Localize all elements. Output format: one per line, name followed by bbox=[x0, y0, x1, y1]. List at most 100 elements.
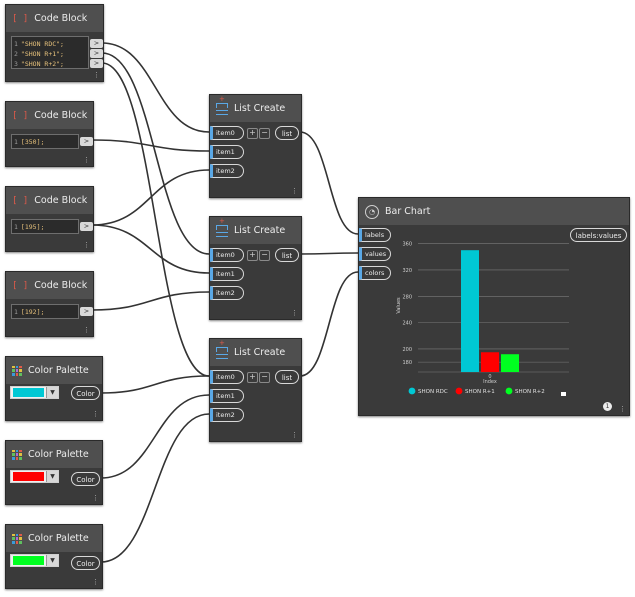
code-block-header[interactable]: [ ] Code Block bbox=[6, 102, 93, 129]
chevron-down-icon[interactable]: ▼ bbox=[46, 555, 58, 566]
legend-marker bbox=[505, 387, 513, 395]
input-port-item1[interactable]: item1 bbox=[210, 267, 244, 281]
node-title: List Create bbox=[234, 347, 286, 358]
list-output-port[interactable]: list bbox=[275, 370, 299, 384]
wire-cb1-out1-lc1-item0[interactable] bbox=[101, 42, 210, 133]
code-line: 1[195]; bbox=[14, 223, 45, 231]
legend-label: SHON R+2 bbox=[515, 389, 545, 395]
output-port-2[interactable]: > bbox=[90, 49, 103, 58]
input-port-item0[interactable]: item0 bbox=[210, 126, 244, 140]
node-menu-icon[interactable]: ⋮ bbox=[92, 494, 99, 502]
code-block-node-1[interactable]: [ ] Code Block 1"SHON RDC"; 2"SHON R+1";… bbox=[5, 4, 104, 82]
wire-cb3-lc1-item2[interactable] bbox=[91, 169, 210, 226]
node-menu-icon[interactable]: ⋮ bbox=[291, 431, 298, 439]
list-create-node-2[interactable]: + List Create item0 item1 item2 + − list… bbox=[209, 216, 302, 320]
code-editor[interactable]: 1[192]; bbox=[11, 304, 79, 319]
chevron-down-icon[interactable]: ▼ bbox=[46, 471, 58, 482]
bar-chart-node[interactable]: ◔ Bar Chart labels values colors labels:… bbox=[358, 197, 630, 416]
code-editor[interactable]: 1[195]; bbox=[11, 219, 79, 234]
color-output-port[interactable]: Color bbox=[71, 556, 100, 570]
bar-chart-header[interactable]: ◔ Bar Chart bbox=[359, 198, 629, 225]
list-create-header[interactable]: + List Create bbox=[210, 95, 301, 122]
wire-cp1-lc3-item0[interactable] bbox=[100, 375, 210, 394]
add-input-button[interactable]: + bbox=[247, 372, 258, 383]
node-menu-icon[interactable]: ⋮ bbox=[619, 405, 626, 413]
node-menu-icon[interactable]: ⋮ bbox=[92, 578, 99, 586]
input-port-values[interactable]: values bbox=[359, 247, 391, 261]
output-port[interactable]: > bbox=[80, 222, 93, 231]
input-port-item0[interactable]: item0 bbox=[210, 370, 244, 384]
output-port[interactable]: > bbox=[80, 137, 93, 146]
code-editor[interactable]: 1"SHON RDC"; 2"SHON R+1"; 3"SHON R+2"; bbox=[11, 36, 89, 69]
wire-cp3-lc3-item2[interactable] bbox=[100, 413, 210, 563]
list-create-node-3[interactable]: + List Create item0 item1 item2 + − list… bbox=[209, 338, 302, 442]
info-badge-icon[interactable]: 1 bbox=[603, 402, 612, 411]
code-block-node-2[interactable]: [ ] Code Block 1[350]; > ⋮ bbox=[5, 101, 94, 167]
color-palette-node-3[interactable]: Color Palette ▼ Color ⋮ bbox=[5, 524, 103, 589]
node-menu-icon[interactable]: ⋮ bbox=[291, 309, 298, 317]
color-palette-node-2[interactable]: Color Palette ▼ Color ⋮ bbox=[5, 440, 103, 505]
input-port-item1[interactable]: item1 bbox=[210, 145, 244, 159]
legend-label: SHON RDC bbox=[418, 389, 448, 395]
code-editor[interactable]: 1[350]; bbox=[11, 134, 79, 149]
wire-lc3-colors[interactable] bbox=[299, 271, 359, 377]
remove-input-button[interactable]: − bbox=[259, 372, 270, 383]
color-palette-header[interactable]: Color Palette bbox=[6, 441, 102, 468]
node-title: Color Palette bbox=[28, 365, 89, 376]
output-port-1[interactable]: > bbox=[90, 39, 103, 48]
input-port-item1[interactable]: item1 bbox=[210, 389, 244, 403]
node-menu-icon[interactable]: ⋮ bbox=[83, 156, 90, 164]
node-menu-icon[interactable]: ⋮ bbox=[93, 71, 100, 79]
node-menu-icon[interactable]: ⋮ bbox=[83, 326, 90, 334]
list-create-header[interactable]: + List Create bbox=[210, 217, 301, 244]
chevron-down-icon[interactable]: ▼ bbox=[46, 387, 58, 398]
color-palette-header[interactable]: Color Palette bbox=[6, 357, 102, 384]
output-port[interactable]: > bbox=[80, 307, 93, 316]
wire-cb4-lc2-item2[interactable] bbox=[91, 291, 210, 311]
wire-cb1-out2-lc2-item0[interactable] bbox=[101, 52, 210, 255]
labels-values-output-port[interactable]: labels:values bbox=[570, 228, 627, 242]
node-menu-icon[interactable]: ⋮ bbox=[92, 410, 99, 418]
node-menu-icon[interactable]: ⋮ bbox=[83, 241, 90, 249]
code-block-header[interactable]: [ ] Code Block bbox=[6, 5, 103, 32]
code-block-header[interactable]: [ ] Code Block bbox=[6, 187, 93, 214]
wire-cb1-out3-lc3-item0[interactable] bbox=[101, 62, 210, 377]
input-port-labels[interactable]: labels bbox=[359, 228, 391, 242]
y-axis-label: Values bbox=[396, 297, 402, 314]
code-block-node-3[interactable]: [ ] Code Block 1[195]; > ⋮ bbox=[5, 186, 94, 252]
output-port-3[interactable]: > bbox=[90, 59, 103, 68]
wire-cb3-lc2-item1[interactable] bbox=[91, 224, 210, 274]
add-input-button[interactable]: + bbox=[247, 128, 258, 139]
wire-lc1-labels[interactable] bbox=[299, 131, 359, 235]
color-swatch-dropdown[interactable]: ▼ bbox=[10, 386, 59, 399]
add-input-button[interactable]: + bbox=[247, 250, 258, 261]
list-create-header[interactable]: + List Create bbox=[210, 339, 301, 366]
code-block-header[interactable]: [ ] Code Block bbox=[6, 272, 93, 299]
code-block-node-4[interactable]: [ ] Code Block 1[192]; > ⋮ bbox=[5, 271, 94, 337]
wire-cp2-lc3-item1[interactable] bbox=[100, 394, 210, 479]
list-output-port[interactable]: list bbox=[275, 126, 299, 140]
wire-cb2-lc1-item1[interactable] bbox=[91, 139, 210, 152]
plot-area bbox=[418, 239, 569, 372]
wire-lc2-values[interactable] bbox=[299, 252, 359, 255]
node-title: Code Block bbox=[34, 110, 88, 121]
node-menu-icon[interactable]: ⋮ bbox=[291, 187, 298, 195]
list-create-icon: + bbox=[216, 339, 228, 359]
color-output-port[interactable]: Color bbox=[71, 386, 100, 400]
input-port-item0[interactable]: item0 bbox=[210, 248, 244, 262]
color-palette-node-1[interactable]: Color Palette ▼ Color ⋮ bbox=[5, 356, 103, 421]
remove-input-button[interactable]: − bbox=[259, 128, 270, 139]
y-tick-label: 240 bbox=[402, 321, 412, 327]
input-port-item2[interactable]: item2 bbox=[210, 286, 244, 300]
color-swatch-dropdown[interactable]: ▼ bbox=[10, 470, 59, 483]
color-swatch-dropdown[interactable]: ▼ bbox=[10, 554, 59, 567]
list-output-port[interactable]: list bbox=[275, 248, 299, 262]
input-port-item2[interactable]: item2 bbox=[210, 408, 244, 422]
input-port-colors[interactable]: colors bbox=[359, 266, 391, 280]
list-create-node-1[interactable]: + List Create item0 item1 item2 + − list… bbox=[209, 94, 302, 198]
input-port-item2[interactable]: item2 bbox=[210, 164, 244, 178]
color-output-port[interactable]: Color bbox=[71, 472, 100, 486]
remove-input-button[interactable]: − bbox=[259, 250, 270, 261]
x-tick-label: 0 bbox=[488, 374, 491, 380]
color-palette-header[interactable]: Color Palette bbox=[6, 525, 102, 552]
